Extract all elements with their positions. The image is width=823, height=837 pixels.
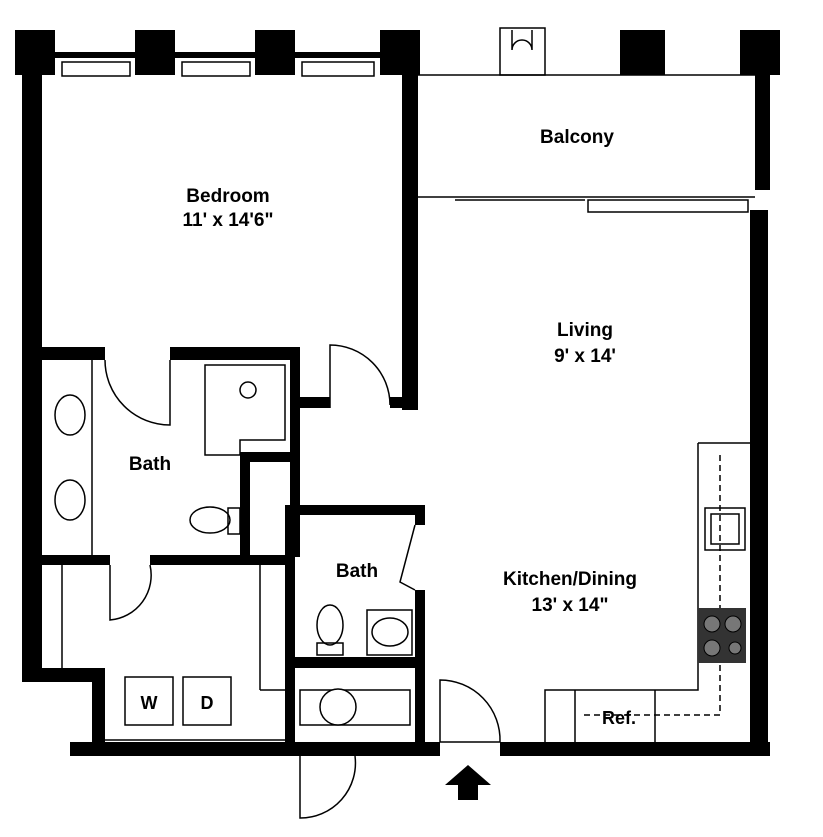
bath-second-label: Bath bbox=[336, 561, 378, 582]
bedroom-dims: 11' x 14'6" bbox=[183, 210, 274, 231]
walls bbox=[15, 30, 780, 756]
balcony-label: Balcony bbox=[540, 127, 614, 148]
refrigerator-label: Ref. bbox=[602, 708, 636, 728]
balcony-outline bbox=[418, 27, 755, 213]
kitchen-label: Kitchen/Dining bbox=[503, 569, 637, 590]
stove-icon bbox=[698, 608, 746, 663]
living-dims: 9' x 14' bbox=[554, 346, 616, 367]
doors bbox=[104, 344, 501, 819]
kitchen-sink-icon bbox=[704, 507, 746, 551]
bedroom-label: Bedroom bbox=[186, 186, 269, 207]
shower-icon bbox=[204, 364, 286, 456]
sink-icon bbox=[54, 479, 86, 521]
living-label: Living bbox=[557, 320, 613, 341]
toilet-icon bbox=[189, 506, 231, 534]
sink-icon bbox=[371, 617, 409, 647]
toilet-icon bbox=[316, 604, 344, 646]
washer-label: W bbox=[141, 693, 158, 713]
windows bbox=[61, 61, 375, 77]
entry-arrow-icon bbox=[445, 765, 491, 800]
sink-icon bbox=[54, 394, 86, 436]
water-heater-icon bbox=[319, 688, 357, 726]
dryer-label: D bbox=[201, 693, 214, 713]
bath-master-label: Bath bbox=[129, 454, 171, 475]
kitchen-dims: 13' x 14" bbox=[532, 595, 609, 616]
fixtures bbox=[54, 360, 750, 742]
